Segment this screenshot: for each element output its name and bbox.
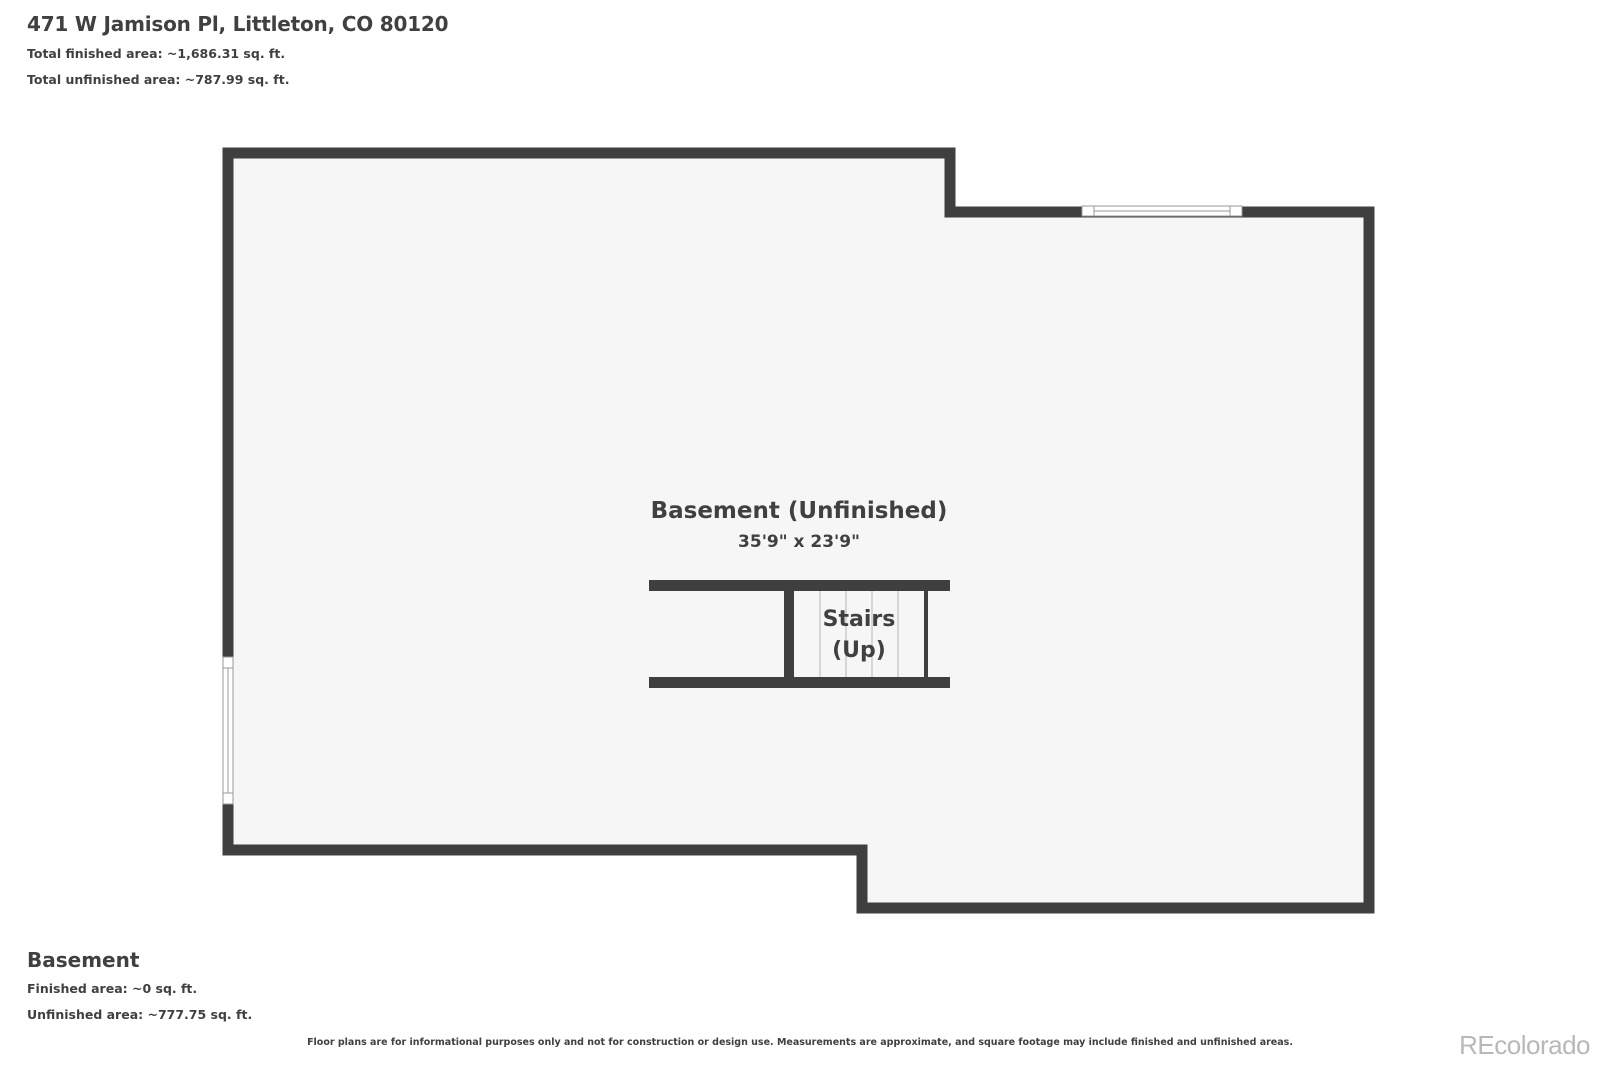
floor-finished-area: Finished area: ~0 sq. ft. <box>27 981 198 996</box>
stair-wall-left <box>784 591 794 677</box>
total-unfinished-area: Total unfinished area: ~787.99 sq. ft. <box>27 72 290 87</box>
stair-wall-right <box>924 591 928 677</box>
stairs-label-line1: Stairs <box>823 607 896 632</box>
window-top <box>1081 205 1243 217</box>
brand-watermark: REcolorado <box>1459 1030 1590 1060</box>
floor-unfinished-area: Unfinished area: ~777.75 sq. ft. <box>27 1007 253 1022</box>
room-dimensions: 35'9" x 23'9" <box>738 532 860 552</box>
stairwell: Stairs (Up) <box>649 580 950 688</box>
stairs-label-line2: (Up) <box>832 638 886 663</box>
exterior-wall <box>222 147 1375 914</box>
header: 471 W Jamison Pl, Littleton, CO 80120 To… <box>27 12 449 87</box>
stair-wall-bottom <box>649 677 950 688</box>
basement-floor <box>228 153 1369 908</box>
window-left <box>222 656 234 805</box>
room-name: Basement (Unfinished) <box>651 498 948 524</box>
floor-title: Basement <box>27 948 140 972</box>
disclaimer: Floor plans are for informational purpos… <box>307 1037 1293 1048</box>
stair-treads <box>819 591 899 677</box>
stair-wall-top <box>649 580 950 591</box>
property-address: 471 W Jamison Pl, Littleton, CO 80120 <box>27 12 449 36</box>
total-finished-area: Total finished area: ~1,686.31 sq. ft. <box>27 46 286 61</box>
